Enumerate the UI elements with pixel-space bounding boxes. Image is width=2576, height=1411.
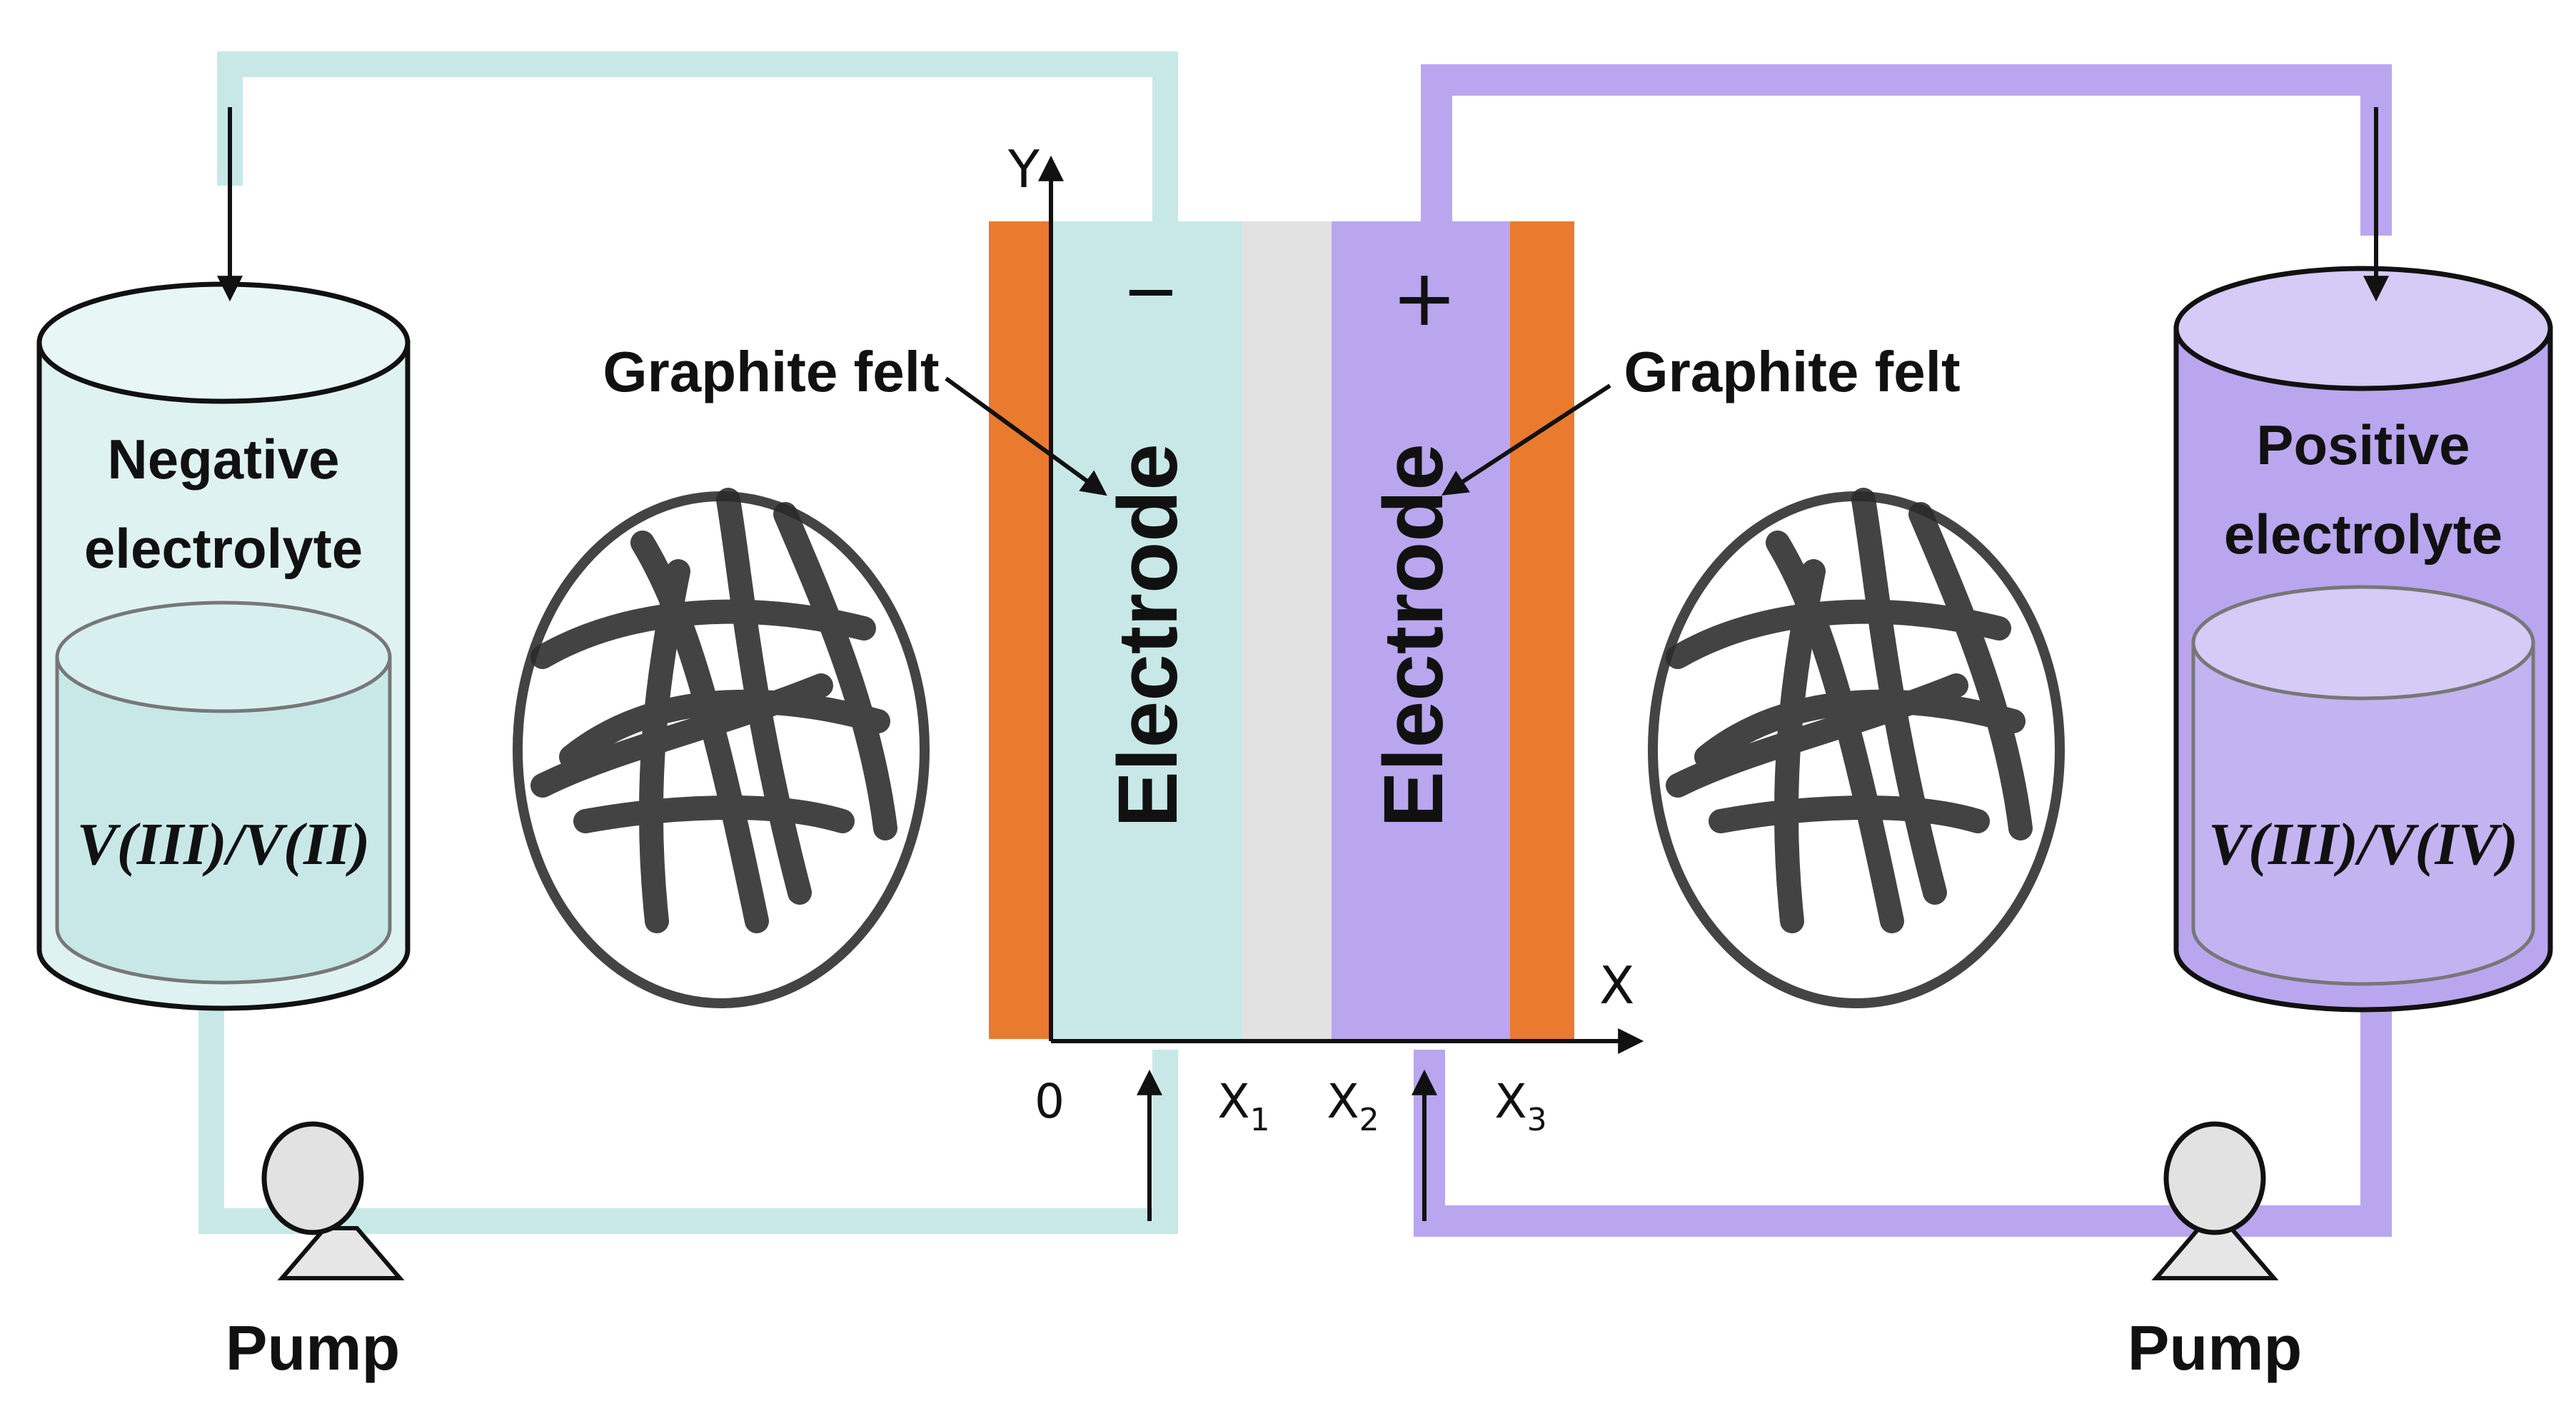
negative-sign: −	[1122, 251, 1179, 331]
coordinate-axes: Y X 0 X1 X2 X3	[1007, 139, 1644, 1138]
left-pump-label: Pump	[226, 1312, 400, 1383]
negative-electrolyte-tank: Negative electrolyte V(III)/V(II)	[36, 281, 411, 1011]
positive-tank-species: V(III)/V(IV)	[2208, 811, 2518, 878]
right-pump-label: Pump	[2128, 1312, 2302, 1383]
y-axis-label: Y	[1007, 139, 1040, 199]
x1-tick: X1	[1217, 1074, 1269, 1138]
positive-electrode-label: Electrode	[1367, 443, 1461, 828]
positive-electrolyte-tank: Positive electrolyte V(III)/V(IV)	[2173, 266, 2553, 1013]
negative-electrode	[1050, 221, 1242, 1039]
negative-tank-species: V(III)/V(II)	[77, 811, 371, 878]
right-current-collector	[1510, 221, 1574, 1039]
negative-electrode-label: Electrode	[1101, 443, 1195, 828]
left-graphite-felt-callout: Graphite felt	[603, 340, 939, 403]
positive-tank-title-line1: Positive	[2256, 413, 2470, 476]
negative-tank-title-line2: electrolyte	[84, 517, 363, 580]
right-graphite-felt-icon	[1648, 488, 2065, 1008]
left-graphite-felt-icon	[513, 488, 930, 1008]
negative-tank-title-line1: Negative	[107, 428, 339, 491]
x-origin-tick: 0	[1035, 1074, 1065, 1129]
right-graphite-felt-callout: Graphite felt	[1624, 340, 1960, 403]
x-axis-label: X	[1599, 955, 1634, 1015]
x2-tick: X2	[1327, 1074, 1379, 1138]
right-pump-icon: Pump	[2128, 1121, 2302, 1383]
left-current-collector	[989, 221, 1050, 1039]
left-callout-arrow	[945, 376, 1107, 496]
positive-electrode	[1332, 221, 1510, 1039]
flow-cell: − + Electrode Electrode	[989, 221, 1574, 1039]
positive-sign: +	[1392, 252, 1457, 343]
membrane	[1242, 221, 1332, 1039]
right-callout-arrow	[1441, 383, 1611, 496]
left-pump-icon: Pump	[226, 1121, 405, 1383]
x3-tick: X3	[1494, 1074, 1546, 1138]
positive-tank-title-line2: electrolyte	[2224, 503, 2502, 566]
